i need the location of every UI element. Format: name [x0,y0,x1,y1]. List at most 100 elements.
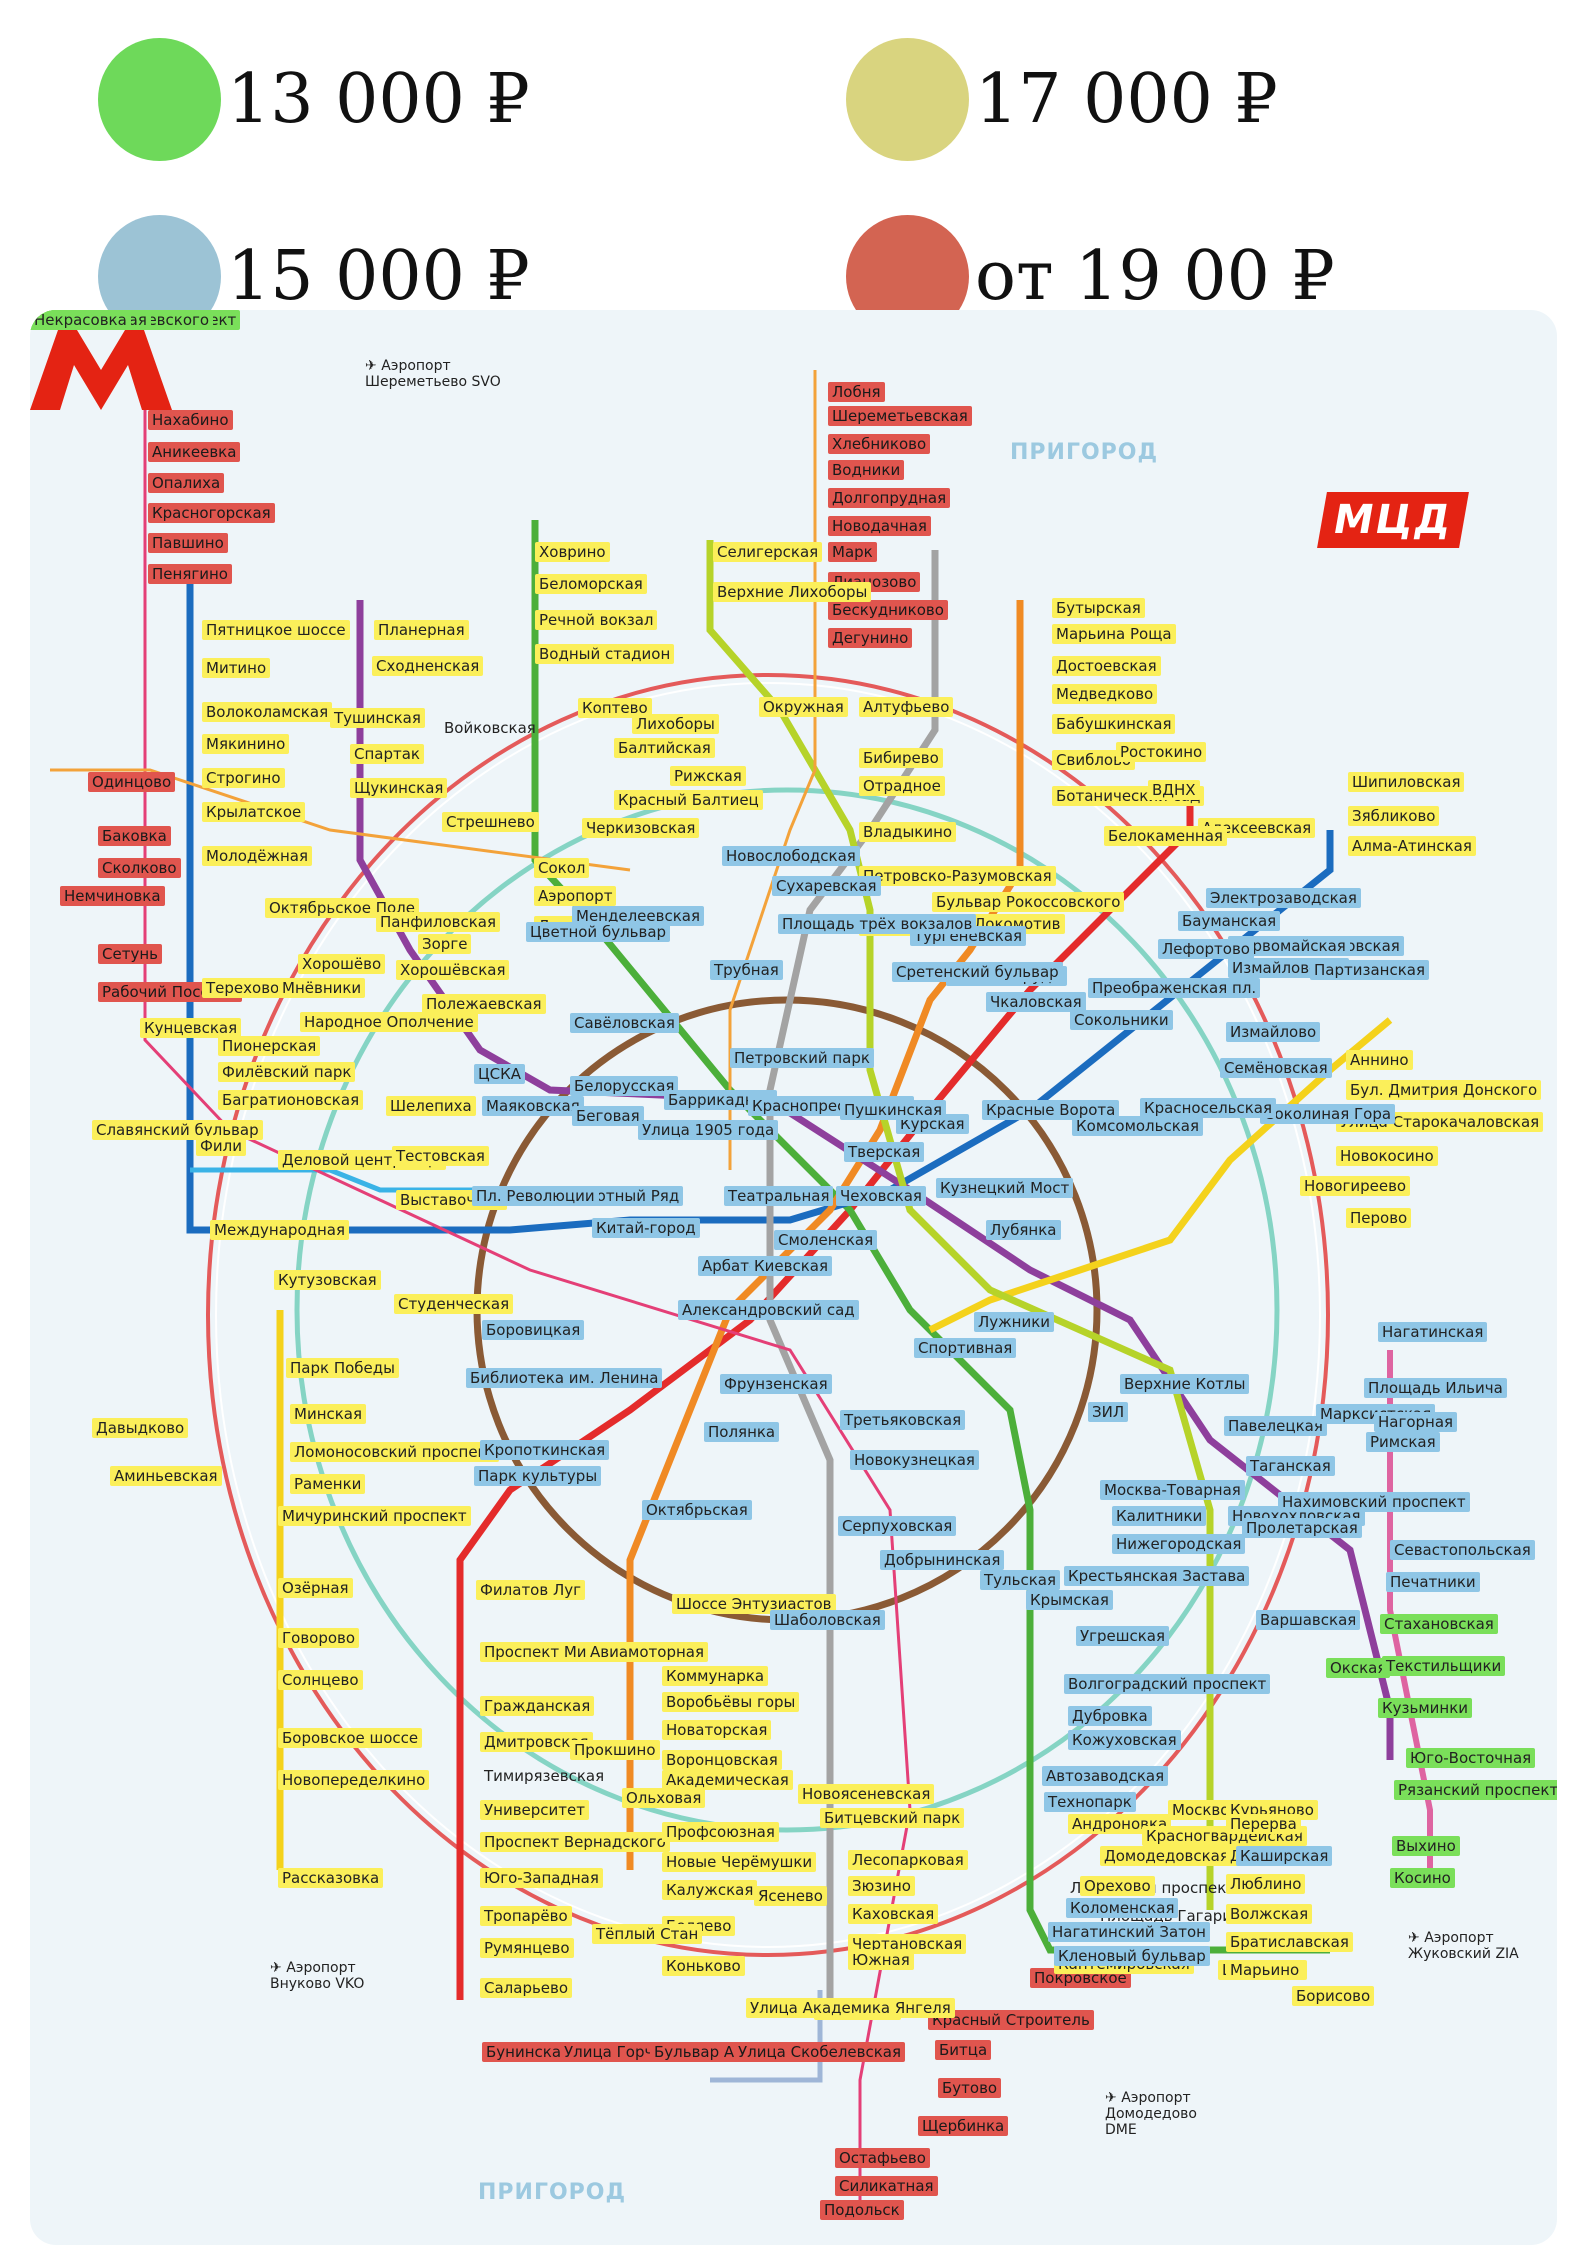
station-label[interactable]: Отрадное [859,776,945,796]
station-label[interactable]: Алма-Атинская [1348,836,1476,856]
station-label[interactable]: Боровское шоссе [278,1728,423,1748]
station-label[interactable]: Ростокино [1116,742,1207,762]
station-label[interactable]: Славянский бульвар [92,1120,263,1140]
station-label[interactable]: Коптево [578,698,652,718]
station-label[interactable]: Трубная [710,960,783,980]
station-label[interactable]: Пушкинская [840,1100,947,1120]
station-label[interactable]: Хлебниково [828,434,931,454]
station-label[interactable]: Речной вокзал [535,610,658,630]
station-label[interactable]: Красносельская [1140,1098,1277,1118]
station-label[interactable]: Беговая [572,1106,644,1126]
station-label[interactable]: Университет [480,1800,589,1820]
station-label[interactable]: Лубянка [986,1220,1061,1240]
airport-dme[interactable]: ✈ Аэропорт Домодедово DME [1105,2090,1197,2138]
station-label[interactable]: Театральная [724,1186,834,1206]
station-label[interactable]: Опалиха [148,473,225,493]
airport-svo[interactable]: ✈ Аэропорт Шереметьево SVO [365,358,501,390]
station-label[interactable]: Говорово [278,1628,360,1648]
station-label[interactable]: Москва-Товарная [1100,1480,1245,1500]
station-label[interactable]: Новые Черёмушки [662,1852,817,1872]
station-label[interactable]: Солнцево [278,1670,363,1690]
station-label[interactable]: Волоколамская [202,702,333,722]
station-label[interactable]: Коньково [662,1956,745,1976]
station-label[interactable]: Парк культуры [474,1466,602,1486]
station-label[interactable]: Раменки [290,1474,366,1494]
station-label[interactable]: Чкаловская [986,992,1086,1012]
station-label[interactable]: Воробьёвы горы [662,1692,800,1712]
station-label[interactable]: Нижегородская [1112,1534,1246,1554]
station-label[interactable]: Юго-Западная [480,1868,603,1888]
station-label[interactable]: Бескудниково [828,600,948,620]
station-label[interactable]: Охотный Ряд [572,1186,684,1206]
station-label[interactable]: Марьина Роща [1052,624,1176,644]
station-label[interactable]: Выхино [1392,1836,1460,1856]
station-label[interactable]: Немчиновка [60,886,165,906]
station-label[interactable]: Новоясеневская [798,1784,935,1804]
station-label[interactable]: Аникеевка [148,442,241,462]
station-label[interactable]: Тропарёво [480,1906,572,1926]
station-label[interactable]: Севастопольская [1390,1540,1535,1560]
station-label[interactable]: Каширская [1236,1846,1333,1866]
station-label[interactable]: Автозаводская [1042,1766,1169,1786]
station-label[interactable]: Библиотека им. Ленина [466,1368,663,1388]
station-label[interactable]: Спартак [350,744,424,764]
station-label[interactable]: Пл. Революции [472,1186,599,1206]
station-label[interactable]: Академическая [662,1770,793,1790]
station-label[interactable]: Алексеевская [1198,818,1316,838]
station-label[interactable]: Бутырская [1052,598,1145,618]
station-label[interactable]: Красные Ворота [982,1100,1120,1120]
station-label[interactable]: Каховская [848,1904,939,1924]
station-label[interactable]: Остафьево [835,2148,930,2168]
station-label[interactable]: Сходненская [372,656,484,676]
station-label[interactable]: Румянцево [480,1938,574,1958]
station-label[interactable]: Площадь трёх вокзалов [778,914,977,934]
station-label[interactable]: Пролетарская [1242,1518,1362,1538]
station-label[interactable]: Спортивная [914,1338,1017,1358]
station-label[interactable]: Балтийская [614,738,715,758]
station-label[interactable]: Хорошёво [298,954,386,974]
station-label[interactable]: Мнёвники [278,978,366,998]
station-label[interactable]: Новогиреево [1300,1176,1411,1196]
station-label[interactable]: Кленовый бульвар [1054,1946,1210,1966]
station-label[interactable]: Профсоюзная [662,1822,779,1842]
station-label[interactable]: Кутузовская [274,1270,381,1290]
station-label[interactable]: Одинцово [88,772,176,792]
station-label[interactable]: Бул. Дмитрия Донского [1346,1080,1542,1100]
station-label[interactable]: Третьяковская [840,1410,966,1430]
station-label[interactable]: Калужская [662,1880,758,1900]
station-label[interactable]: Киевская [750,1256,832,1276]
station-label[interactable]: Ломоносовский проспект [290,1442,500,1462]
station-label[interactable]: Семёновская [1220,1058,1332,1078]
station-label[interactable]: Бабушкинская [1052,714,1176,734]
station-label[interactable]: Октябрьская [642,1500,752,1520]
station-label[interactable]: Домодедовская [1100,1846,1233,1866]
station-label[interactable]: Братиславская [1226,1932,1353,1952]
station-label[interactable]: Красный Строитель [928,2010,1094,2030]
station-label[interactable]: Некрасовка [30,310,131,330]
station-label[interactable]: Озёрная [278,1578,353,1598]
station-label[interactable]: Ольховая [622,1788,706,1808]
station-label[interactable]: Тимирязевская [484,1767,605,1785]
station-label[interactable]: Комсомольская [1072,1116,1204,1136]
station-label[interactable]: Крылатское [202,802,306,822]
station-label[interactable]: Марьино [1226,1960,1304,1980]
station-label[interactable]: Угрешская [1076,1626,1170,1646]
station-label[interactable]: Савёловская [570,1013,679,1033]
station-label[interactable]: Соколиная Гора [1260,1104,1396,1124]
station-label[interactable]: Нахабино [148,410,233,430]
station-label[interactable]: Лобня [828,382,885,402]
station-label[interactable]: Медведково [1052,684,1158,704]
station-label[interactable]: Аэропорт [534,886,617,906]
station-label[interactable]: Нагатинская [1378,1322,1488,1342]
station-label[interactable]: Лихоборы [632,714,719,734]
station-label[interactable]: Международная [210,1220,350,1240]
station-label[interactable]: Терехово [202,978,284,998]
station-label[interactable]: Улица Академика Янгеля [746,1998,955,2018]
station-label[interactable]: Менделеевская [572,906,704,926]
station-label[interactable]: Пенягино [148,564,232,584]
station-label[interactable]: Панфиловская [376,912,500,932]
station-label[interactable]: Белокаменная [1104,826,1227,846]
station-label[interactable]: Проспект Вернадского [480,1832,670,1852]
station-label[interactable]: Щербинка [918,2116,1009,2136]
station-label[interactable]: Бауманская [1178,911,1281,931]
